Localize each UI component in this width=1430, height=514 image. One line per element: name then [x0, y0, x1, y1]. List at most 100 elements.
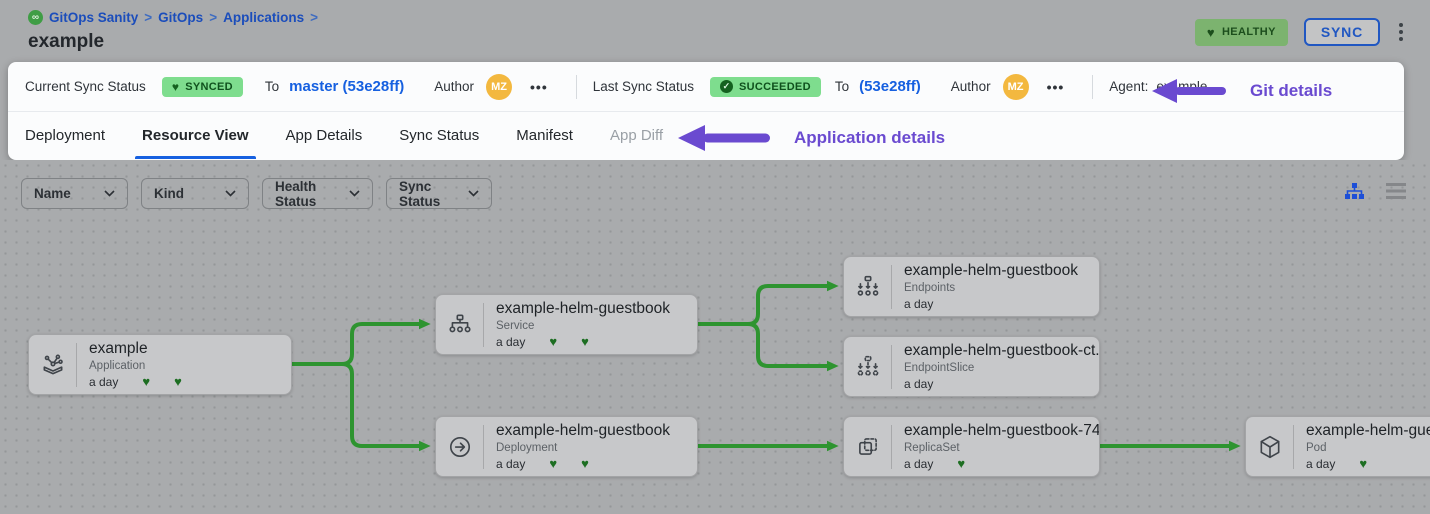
chevron-down-icon [104, 190, 115, 197]
list-view-icon[interactable] [1386, 183, 1406, 199]
author-label: Author [950, 79, 991, 94]
node-name: example-helm-guestbook [496, 422, 671, 439]
chevron-down-icon [468, 190, 479, 197]
synced-chip-label: SYNCED [185, 80, 233, 93]
health-heart-icon: ♥ [581, 456, 589, 471]
node-kind: Pod [1306, 442, 1327, 454]
health-status-badge: ♥ HEALTHY [1194, 18, 1288, 46]
node-kind: Service [496, 320, 535, 332]
page-header: ∞ GitOps Sanity > GitOps > Applications … [0, 0, 1430, 62]
node-name: example-helm-guestbook-ct... [904, 342, 1099, 359]
check-circle-icon: ✓ [720, 80, 734, 93]
last-sync-status-label: Last Sync Status [592, 79, 695, 94]
synced-status-chip: ♥ SYNCED [161, 76, 243, 97]
deployment-icon [436, 434, 483, 460]
tab-deployment[interactable]: Deployment [25, 127, 106, 144]
node-application-example[interactable]: example Application a day♥♥ [28, 334, 292, 395]
tab-app-details[interactable]: App Details [285, 127, 363, 144]
tab-resource-view[interactable]: Resource View [135, 112, 256, 159]
breadcrumb: ∞ GitOps Sanity > GitOps > Applications … [28, 10, 318, 25]
author-avatar: MZ [1002, 73, 1029, 100]
divider [483, 424, 484, 469]
agent-value: example [1156, 79, 1208, 94]
node-age: a day [496, 335, 526, 349]
node-age: a day [904, 297, 934, 311]
health-heart-icon: ♥ [549, 334, 558, 349]
node-age: a day [89, 375, 119, 389]
divider [76, 342, 77, 387]
succeeded-status-chip: ✓ SUCCEEDED [710, 76, 821, 97]
more-options-icon[interactable]: ••• [530, 78, 548, 95]
node-deployment-example-helm-guestbook[interactable]: example-helm-guestbook Deployment a day ♥… [435, 416, 698, 477]
node-service-example-helm-guestbook[interactable]: example-helm-guestbook Service a day ♥ ♥ [435, 294, 698, 355]
gitops-logo-icon: ∞ [28, 10, 43, 25]
divider [891, 344, 892, 389]
sync-status-bar: Current Sync Status ♥ SYNCED To master (… [8, 62, 1404, 112]
health-heart-icon: ♥ [1359, 456, 1368, 471]
node-endpoints-example-helm-guestbook[interactable]: example-helm-guestbook Endpoints a day [843, 256, 1100, 317]
last-sync-commit-link[interactable]: (53e28ff) [859, 78, 921, 95]
current-sync-commit-link[interactable]: master (53e28ff) [289, 78, 405, 95]
health-heart-icon: ♥ [581, 334, 589, 349]
breadcrumb-gitops[interactable]: GitOps [158, 10, 204, 25]
app-tabs: Deployment Resource View App Details Syn… [8, 112, 1404, 159]
filter-label: Name [34, 186, 71, 201]
chevron-down-icon [225, 190, 236, 197]
node-name: example-helm-guest [1306, 422, 1430, 439]
node-age: a day [904, 377, 934, 391]
tab-app-diff[interactable]: App Diff [609, 127, 664, 144]
current-sync-status-label: Current Sync Status [25, 79, 146, 94]
node-kind: ReplicaSet [904, 442, 960, 454]
agent-label: Agent: [1109, 79, 1149, 94]
tree-view-icon[interactable] [1344, 182, 1364, 200]
health-heart-icon: ♥ [957, 456, 966, 471]
node-kind: Deployment [496, 442, 558, 454]
node-pod-example-helm-guestbook[interactable]: example-helm-guest Pod a day ♥ [1245, 416, 1430, 477]
name-filter-dropdown[interactable]: Name [21, 178, 128, 209]
tab-sync-status[interactable]: Sync Status [399, 127, 480, 144]
app-details-panel: Current Sync Status ♥ SYNCED To master (… [8, 62, 1404, 160]
node-age: a day [1306, 457, 1336, 471]
to-label: To [264, 79, 280, 94]
node-name: example-helm-guestbook-74... [904, 422, 1099, 439]
tab-manifest[interactable]: Manifest [516, 127, 573, 144]
divider [1092, 74, 1094, 99]
sync-button[interactable]: SYNC [1303, 18, 1380, 46]
node-age: a day [904, 457, 934, 471]
view-toggles [1344, 182, 1406, 200]
author-avatar: MZ [486, 73, 513, 100]
more-actions-icon[interactable] [1396, 19, 1406, 45]
to-label: To [834, 79, 850, 94]
node-replicaset-example-helm-guestbook[interactable]: example-helm-guestbook-74... ReplicaSet … [843, 416, 1100, 477]
health-heart-icon: ♥ [549, 456, 558, 471]
node-name: example [89, 340, 148, 357]
succeeded-chip-label: SUCCEEDED [739, 80, 811, 93]
node-kind: EndpointSlice [904, 362, 975, 374]
health-status-filter-dropdown[interactable]: Health Status [262, 178, 373, 209]
sync-status-filter-dropdown[interactable]: Sync Status [386, 178, 492, 209]
more-options-icon[interactable]: ••• [1046, 78, 1065, 95]
chevron-down-icon [349, 190, 360, 197]
breadcrumb-separator: > [310, 10, 318, 25]
endpoints-icon [844, 274, 891, 300]
health-heart-icon: ♥ [174, 374, 182, 389]
resource-tree-canvas: Name Kind Health Status Sync Status [0, 160, 1430, 514]
breadcrumb-separator: > [144, 10, 153, 25]
node-endpointslice-example-helm-guestbook[interactable]: example-helm-guestbook-ct... EndpointSli… [843, 336, 1100, 397]
breadcrumb-applications[interactable]: Applications [223, 10, 305, 25]
divider [1293, 424, 1294, 469]
filter-label: Health Status [275, 178, 317, 209]
breadcrumb-separator: > [209, 10, 218, 25]
node-kind: Application [89, 360, 146, 372]
endpointslice-icon [844, 354, 891, 380]
service-icon [436, 312, 483, 338]
node-kind: Endpoints [904, 282, 956, 294]
node-age: a day [496, 457, 526, 471]
pod-icon [1246, 434, 1293, 460]
kind-filter-dropdown[interactable]: Kind [141, 178, 249, 209]
filter-bar: Name Kind Health Status Sync Status [21, 178, 492, 209]
author-label: Author [434, 79, 475, 94]
breadcrumb-gitops-sanity[interactable]: GitOps Sanity [49, 10, 139, 25]
health-badge-label: HEALTHY [1221, 26, 1276, 38]
node-name: example-helm-guestbook [496, 300, 671, 317]
